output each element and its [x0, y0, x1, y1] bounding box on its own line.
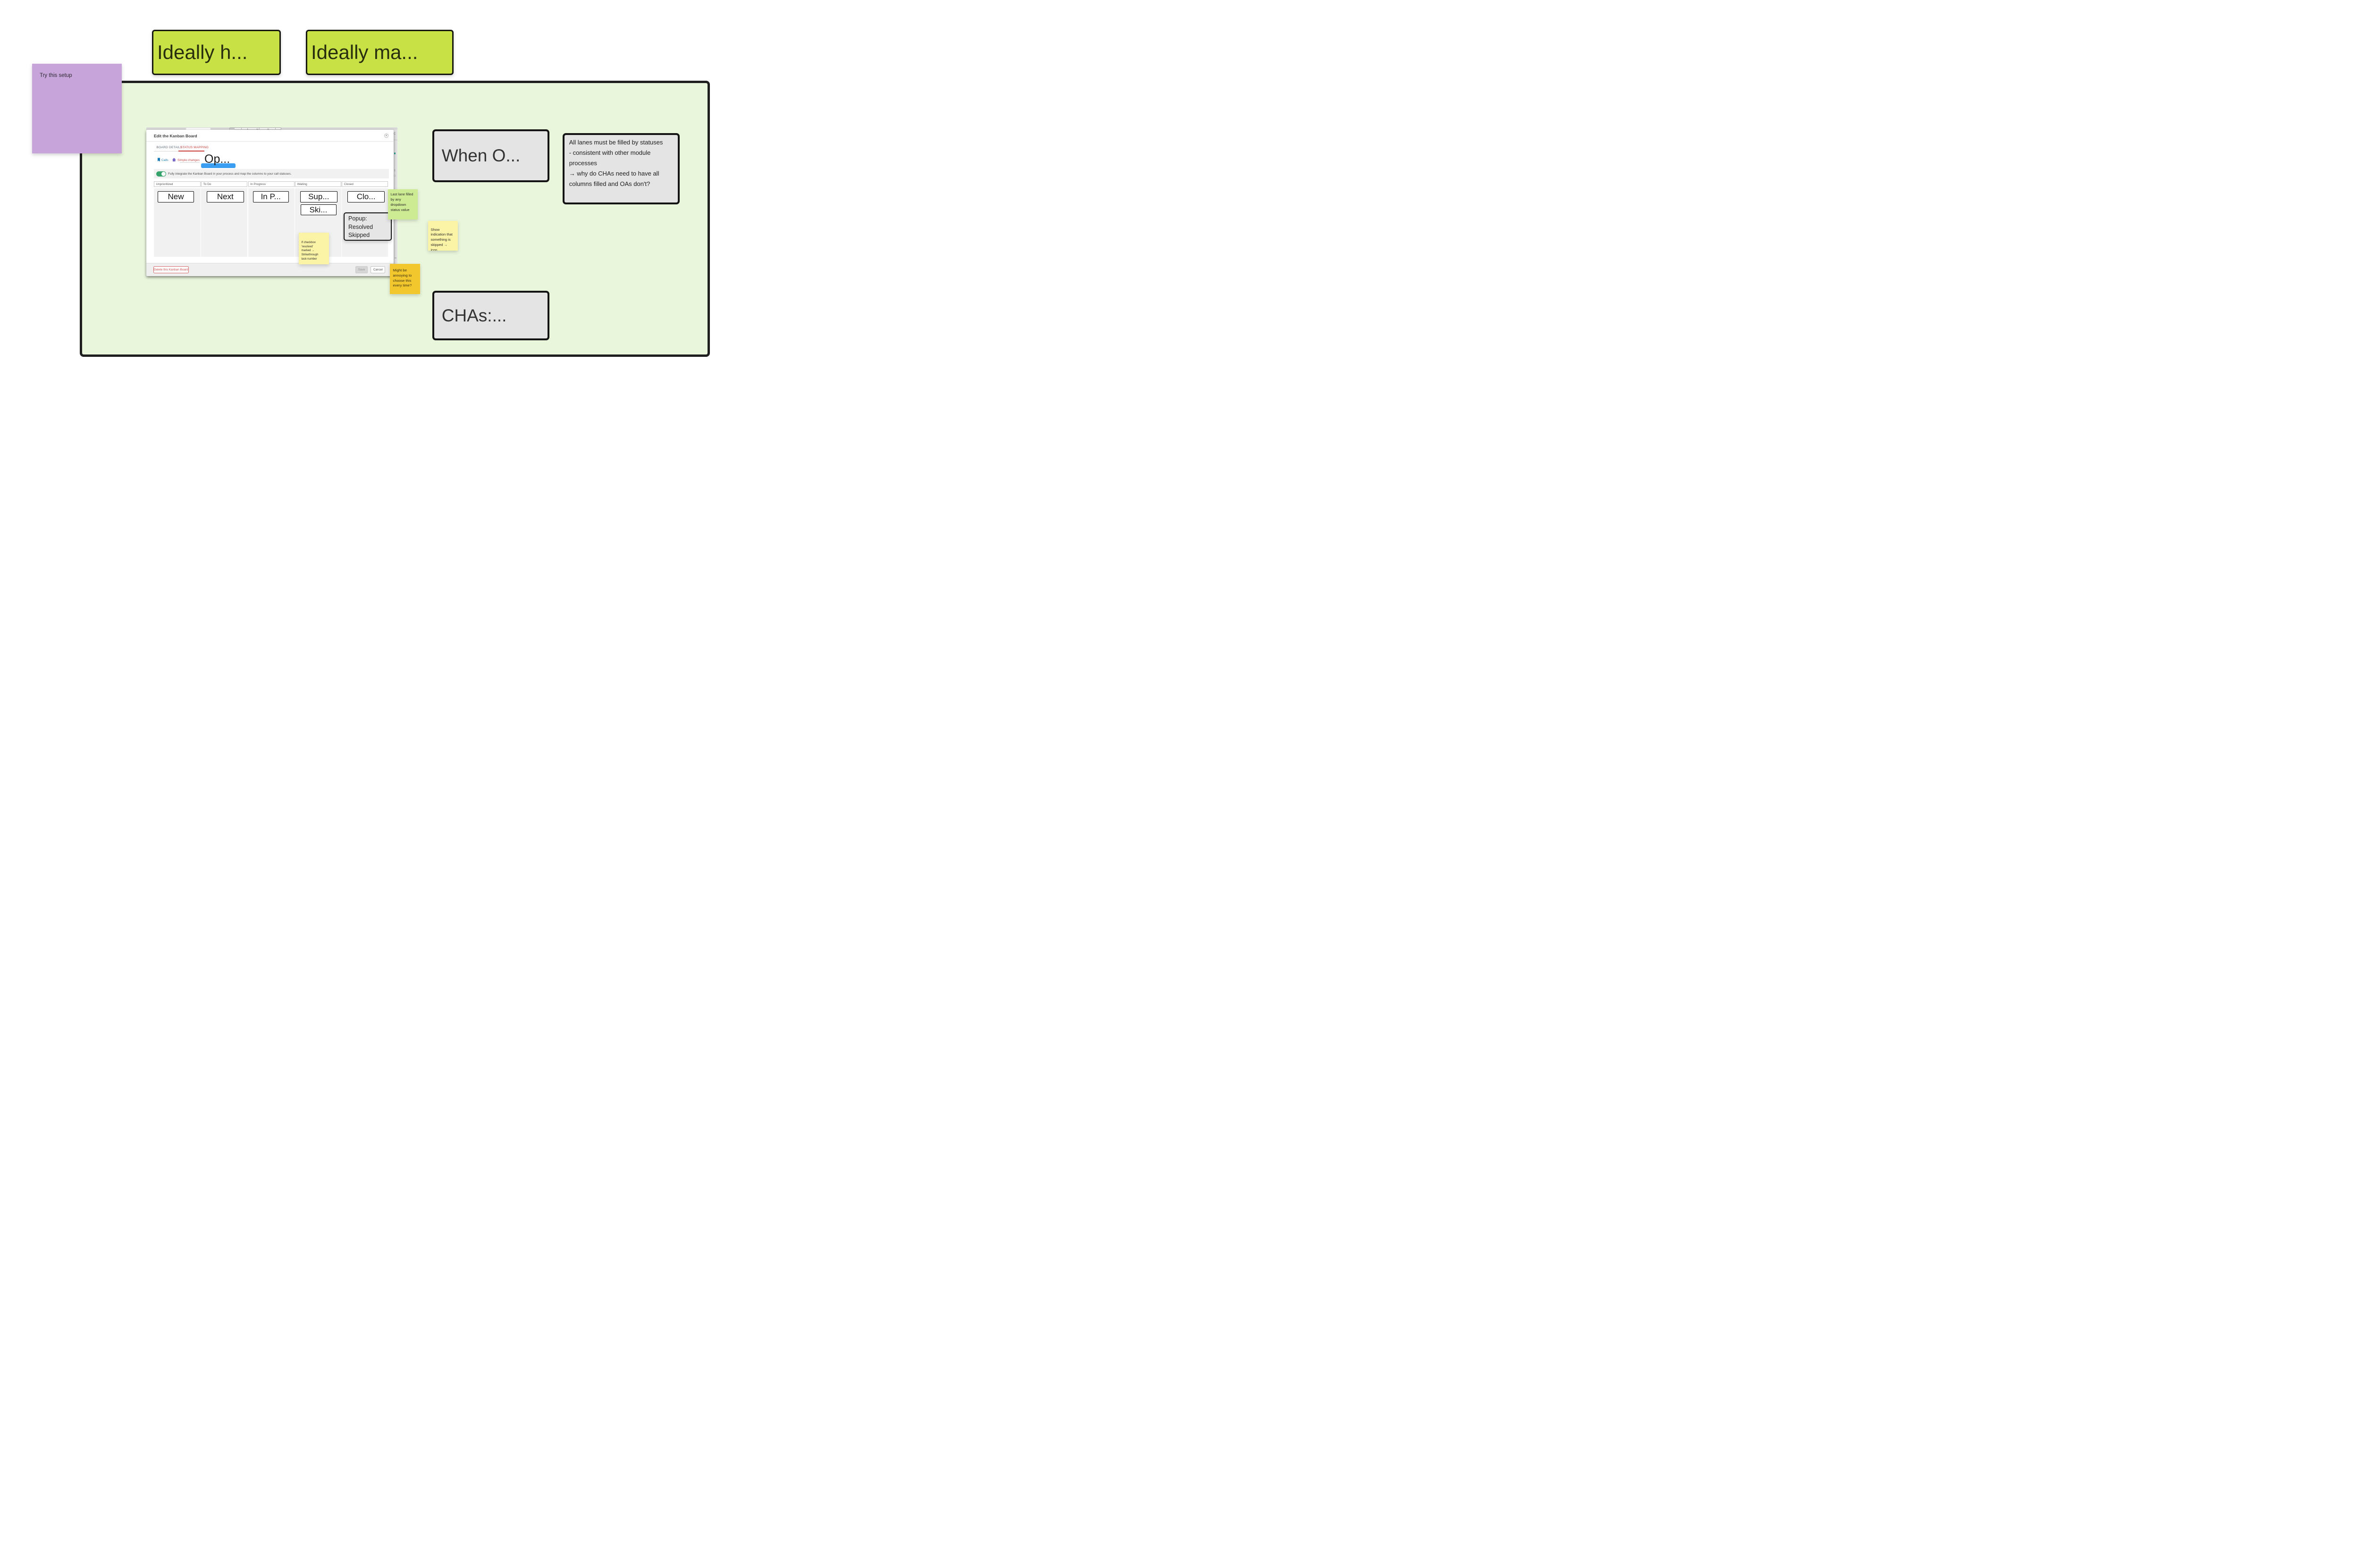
sticky-last-lane[interactable]: Last lane filled by any dropdown status … [388, 189, 418, 219]
column-header-todo[interactable]: To Do [201, 181, 247, 187]
shape-ideally-ma[interactable]: Ideally ma... [306, 30, 454, 75]
integrate-label: Fully integrate the Kanban Board in your… [168, 172, 292, 176]
save-button[interactable]: Save [355, 266, 368, 273]
note-text: All lanes must be filled by statuses - c… [569, 138, 663, 187]
toolbar-cutoff-glyph: U [267, 128, 269, 130]
card-ski[interactable]: Ski... [300, 204, 337, 216]
text-op[interactable]: Op... [204, 152, 230, 166]
card-clo[interactable]: Clo... [347, 191, 385, 203]
shape-ideally-h[interactable]: Ideally h... [152, 30, 281, 75]
column-header-waiting[interactable]: Waiting [295, 181, 341, 187]
shape-text: Ideally ma... [311, 41, 418, 63]
page-edge-circle [394, 175, 396, 177]
whiteboard-canvas[interactable]: Try this setup Ideally h... Ideally ma..… [0, 0, 740, 387]
page-toolbar-tab [186, 127, 211, 130]
sticky-show-indication[interactable]: Show indication that something is skippe… [428, 221, 458, 251]
tab-underline-active [178, 150, 204, 152]
integrate-bar: Fully integrate the Kanban Board in your… [154, 169, 389, 179]
modal-header-divider [146, 141, 394, 142]
edit-kanban-modal: Edit the Kanban Board ✕ BOARD DETAILS ST… [146, 129, 394, 276]
note-chas[interactable]: CHAs:... [432, 291, 549, 340]
integrate-toggle[interactable] [156, 171, 167, 177]
bookmark-icon [157, 158, 160, 162]
note-all-lanes[interactable]: All lanes must be filled by statuses - c… [562, 133, 680, 204]
breadcrumb-calls[interactable]: Calls [161, 158, 169, 162]
note-when-o[interactable]: When O... [432, 129, 549, 182]
tab-status-mapping[interactable]: STATUS MAPPING [180, 146, 209, 150]
sticky-might-be-annoying[interactable]: Might be annoying to choose this every t… [389, 264, 420, 294]
breadcrumb-underline [179, 162, 200, 163]
toolbar-cutoff-glyph: U [256, 128, 258, 130]
toggle-knob [161, 171, 166, 176]
column-header-closed[interactable]: Closed [342, 181, 388, 187]
page-toolbar-buttons: 1 U U [229, 127, 281, 130]
page-edge-cutoff-glyph: C [394, 133, 396, 135]
column-header-unprioritized[interactable]: Unprioritized [154, 181, 201, 187]
card-in-p[interactable]: In P... [253, 191, 289, 203]
sticky-if-checkbox[interactable]: If checkbox 'resolved' marked → Striketh… [299, 233, 329, 264]
toolbar-cutoff-glyph: 1 [247, 128, 249, 130]
card-next[interactable]: Next [207, 191, 244, 203]
shape-text: Ideally h... [157, 41, 248, 63]
cancel-button[interactable]: Cancel [371, 266, 386, 273]
house-icon [172, 158, 176, 162]
tab-board-details[interactable]: BOARD DETAILS [156, 146, 183, 150]
sticky-text: Try this setup [40, 73, 72, 78]
sticky-popup-resolved-skipped[interactable]: Popup: Resolved Skipped [344, 212, 392, 241]
delete-board-button[interactable]: Delete this Kanban Board [153, 266, 189, 273]
card-new[interactable]: New [158, 191, 194, 203]
close-icon[interactable]: ✕ [384, 134, 388, 138]
breadcrumb-simple-changes[interactable]: Simple changes [177, 158, 200, 162]
tab-underline-inactive [154, 151, 178, 152]
card-sup[interactable]: Sup... [300, 191, 337, 203]
shape-blue-pill[interactable] [201, 163, 236, 169]
page-edge-cutoff-glyph: t [394, 169, 396, 172]
sticky-try-this-setup[interactable]: Try this setup [32, 64, 122, 153]
column-header-inprogress[interactable]: In Progress [248, 181, 295, 187]
page-edge-toggle-dot [394, 152, 396, 154]
modal-title: Edit the Kanban Board [154, 134, 197, 139]
